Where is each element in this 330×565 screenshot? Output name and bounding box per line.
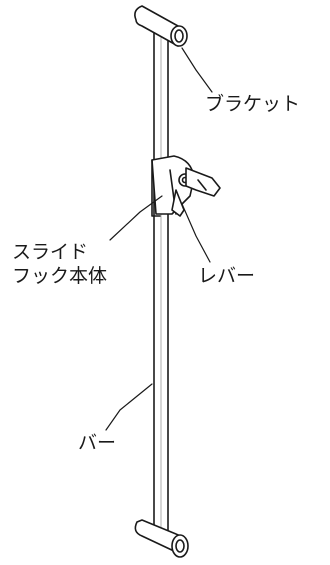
top-bracket [134,5,188,47]
bar-label: バー [78,432,117,454]
lever [171,167,221,217]
slide-hook-label-line1: スライド [12,241,89,263]
leader-lines [105,47,213,431]
bracket-label: ブラケット [205,93,301,115]
slide-hook-label-line2: フック本体 [12,265,108,287]
slide-hook-body-label: スライド フック本体 [12,240,107,288]
bar-rod [153,29,169,541]
lever-label: レバー [198,265,256,287]
bottom-bracket [134,519,189,558]
